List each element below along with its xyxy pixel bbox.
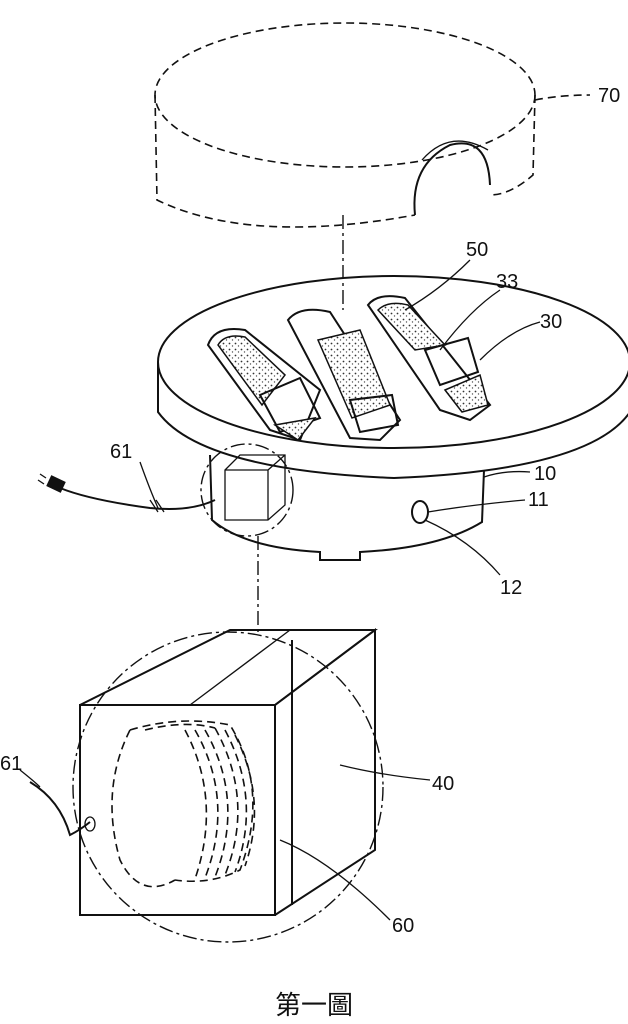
figure-caption: 第一圖: [275, 991, 353, 1021]
label-lid: 70: [598, 85, 620, 107]
power-cord: [37, 473, 216, 513]
leader-lines: [19, 94, 591, 921]
module-preview: [200, 443, 294, 537]
label-cord-top: 61: [110, 441, 132, 463]
label-pad-tab: 33: [496, 271, 518, 293]
detail-view: [29, 628, 384, 943]
pad-slots: [206, 295, 492, 442]
lid-70: [154, 22, 536, 228]
label-holder: 30: [540, 311, 562, 333]
label-port-edge: 12: [500, 577, 522, 599]
coil-windings: [144, 723, 256, 880]
label-coil: 60: [392, 915, 414, 937]
label-port: 11: [528, 489, 549, 511]
label-base: 10: [534, 463, 556, 485]
label-housing: 40: [432, 773, 454, 795]
label-cord-detail: 61: [0, 753, 22, 775]
label-pad: 50: [466, 239, 488, 261]
